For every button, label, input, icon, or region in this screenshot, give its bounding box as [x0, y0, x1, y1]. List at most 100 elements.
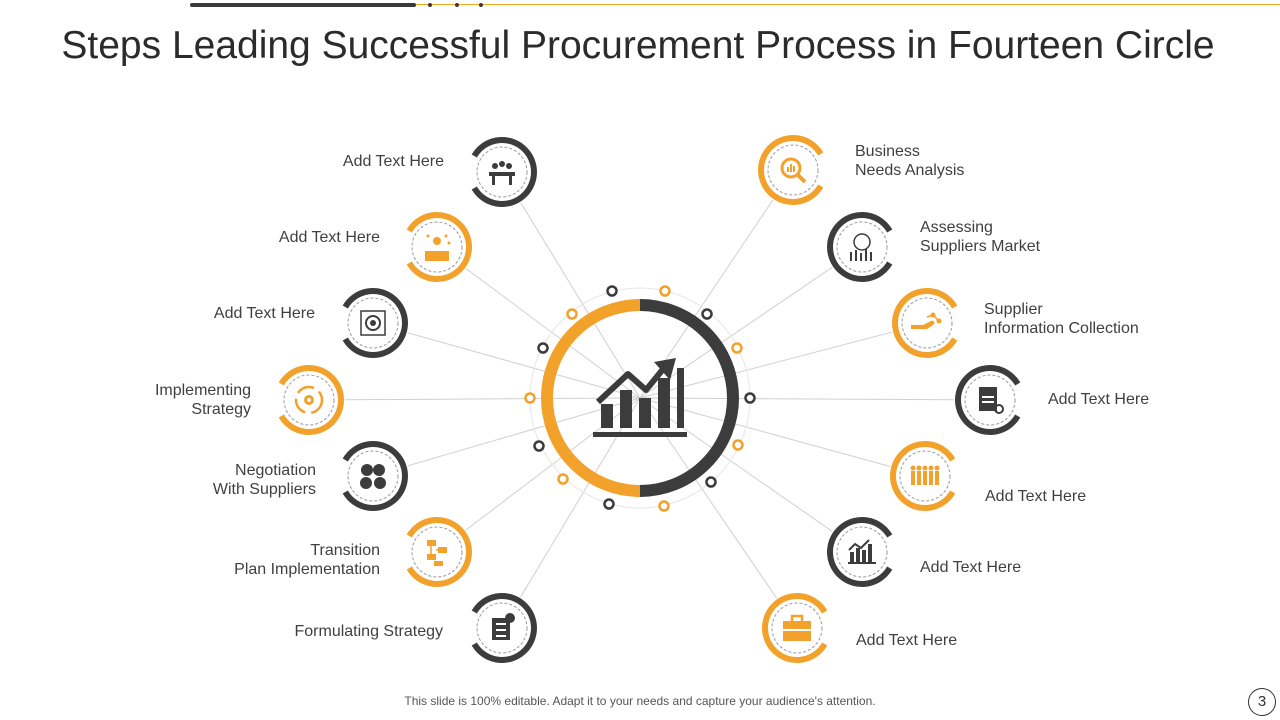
- slide-title: Steps Leading Successful Procurement Pro…: [61, 24, 1215, 67]
- hub-connector-dot: [557, 473, 569, 485]
- step-label-right-4: Add Text Here: [1048, 390, 1149, 409]
- node-ring: [406, 517, 472, 587]
- footer-note: This slide is 100% editable. Adapt it to…: [404, 694, 876, 708]
- step-label-line: Add Text Here: [213, 305, 315, 322]
- checklist-icon: [492, 613, 515, 640]
- step-nodes: [273, 134, 1026, 664]
- step-label-line: Information Collection: [984, 320, 1139, 337]
- node-ring: [758, 135, 824, 205]
- node-ring: [278, 365, 344, 435]
- target-icon: [360, 310, 386, 336]
- hub-connector-dot: [533, 440, 545, 452]
- step-label-line: Add Text Here: [1048, 391, 1150, 408]
- hub-connector-dot: [659, 285, 671, 297]
- hub-connector-dot: [524, 392, 536, 404]
- hub-connector-dot: [732, 439, 744, 451]
- node-ring: [342, 288, 408, 358]
- connector-line: [639, 397, 991, 401]
- step-label-right-6: Add Text Here: [920, 558, 1021, 577]
- node-ring: [827, 212, 893, 282]
- connector-line: [372, 322, 641, 399]
- connector-line: [501, 171, 641, 399]
- top-accent-dot: [479, 3, 483, 7]
- magnify-chart-icon: [780, 157, 807, 184]
- step-label-line: Assessing: [920, 219, 993, 236]
- step-label-line: Negotiation: [235, 462, 316, 479]
- step-node-right-3: [891, 287, 963, 359]
- node-ring: [890, 441, 956, 511]
- step-label-line: Add Text Here: [920, 559, 1022, 576]
- report-gear-icon: [979, 387, 1004, 414]
- step-label-right-5: Add Text Here: [985, 487, 1086, 506]
- step-label-left-1: Add Text Here: [343, 152, 444, 171]
- briefcase-icon: [783, 614, 811, 641]
- node-ring: [892, 288, 958, 358]
- step-label-line: Plan Implementation: [234, 561, 380, 578]
- presenter-icon: [425, 234, 451, 261]
- node-ring: [406, 212, 472, 282]
- step-node-right-5: [889, 440, 961, 512]
- node-inner-dashed-ring: [964, 374, 1016, 426]
- hand-data-icon: [911, 312, 942, 329]
- node-inner-dashed-ring: [411, 221, 463, 273]
- step-label-left-2: Add Text Here: [279, 228, 380, 247]
- node-inner-dashed-ring: [411, 526, 463, 578]
- connector-line: [372, 397, 641, 477]
- node-inner-dashed-ring: [836, 526, 888, 578]
- page-number: 3: [1248, 688, 1276, 716]
- step-node-left-5: [337, 440, 409, 512]
- chat-people-icon: [360, 464, 386, 489]
- hub-connector-dot: [537, 342, 549, 354]
- node-ring: [762, 593, 828, 663]
- step-node-right-4: [954, 364, 1026, 436]
- step-label-line: Suppliers Market: [920, 238, 1041, 255]
- node-inner-dashed-ring: [347, 297, 399, 349]
- step-label-left-3: Add Text Here: [214, 304, 315, 323]
- node-inner-dashed-ring: [476, 602, 528, 654]
- step-label-right-7: Add Text Here: [856, 631, 957, 650]
- step-node-right-7: [761, 592, 833, 664]
- step-node-left-1: [466, 136, 538, 208]
- step-label-line: Supplier: [984, 301, 1043, 318]
- hub-connector-dot: [658, 500, 670, 512]
- node-inner-dashed-ring: [476, 146, 528, 198]
- cycle-gear-icon: [294, 385, 324, 415]
- step-label-line: Business: [855, 143, 920, 160]
- flowchart-icon: [427, 540, 447, 566]
- connector-line: [639, 397, 863, 553]
- node-inner-dashed-ring: [771, 602, 823, 654]
- top-accent-bar: [190, 3, 416, 7]
- hub-connector-dot: [566, 308, 578, 320]
- hub-connector-dot: [603, 498, 615, 510]
- hub-connector-dot: [731, 342, 743, 354]
- node-ring: [342, 441, 408, 511]
- step-node-left-2: [401, 211, 473, 283]
- step-label-line: Transition: [310, 542, 380, 559]
- step-label-line: Add Text Here: [278, 229, 380, 246]
- step-node-left-4: [273, 364, 345, 436]
- top-accent-dot: [455, 3, 459, 7]
- team-icon: [910, 465, 940, 485]
- step-label-line: Add Text Here: [856, 632, 958, 649]
- hub-connector-dot: [606, 285, 618, 297]
- step-node-left-3: [337, 287, 409, 359]
- hub-connector-dot: [705, 476, 717, 488]
- connector-line: [639, 246, 863, 399]
- node-ring: [955, 365, 1021, 435]
- step-node-right-6: [826, 516, 898, 588]
- step-label-line: Strategy: [191, 401, 251, 418]
- connector-line: [639, 397, 926, 477]
- hub-orange-arc: [541, 299, 641, 497]
- bar-chart-icon: [848, 539, 876, 564]
- step-label-line: With Suppliers: [212, 481, 316, 498]
- growth-chart-icon: [593, 358, 687, 437]
- node-inner-dashed-ring: [836, 221, 888, 273]
- step-label-line: Formulating Strategy: [294, 623, 443, 640]
- meeting-icon: [489, 161, 515, 185]
